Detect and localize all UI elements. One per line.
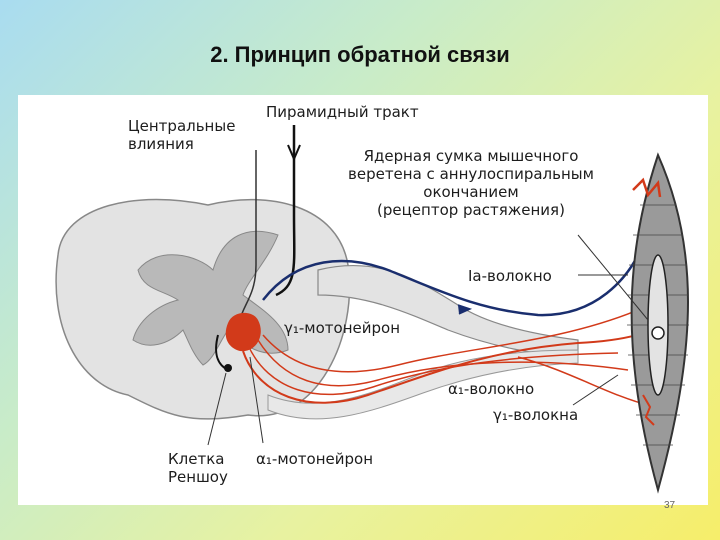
central-influences-label: Центральные влияния bbox=[128, 117, 235, 153]
gamma-motoneuron-label: γ₁-мотонейрон bbox=[284, 319, 400, 337]
ia-fiber-label: Ia-волокно bbox=[468, 267, 552, 285]
renshaw-cell bbox=[224, 364, 232, 372]
pyramidal-tract-label: Пирамидный тракт bbox=[266, 103, 419, 121]
alpha-motoneuron-label: α₁-мотонейрон bbox=[256, 450, 373, 468]
muscle-spindle bbox=[648, 255, 668, 395]
renshaw-cell-label: Клетка Реншоу bbox=[168, 450, 228, 486]
slide-title: 2. Принцип обратной связи bbox=[0, 42, 720, 68]
gamma-fibers-label: γ₁-волокна bbox=[493, 406, 578, 424]
nuclear-bag bbox=[652, 327, 664, 339]
reflex-diagram: Центральные влияния Пирамидный тракт Яде… bbox=[18, 95, 708, 505]
nuclear-bag-label: Ядерная сумка мышечного веретена с аннул… bbox=[348, 147, 594, 219]
alpha-fiber-label: α₁-волокно bbox=[448, 380, 534, 398]
page-number: 37 bbox=[664, 500, 675, 511]
